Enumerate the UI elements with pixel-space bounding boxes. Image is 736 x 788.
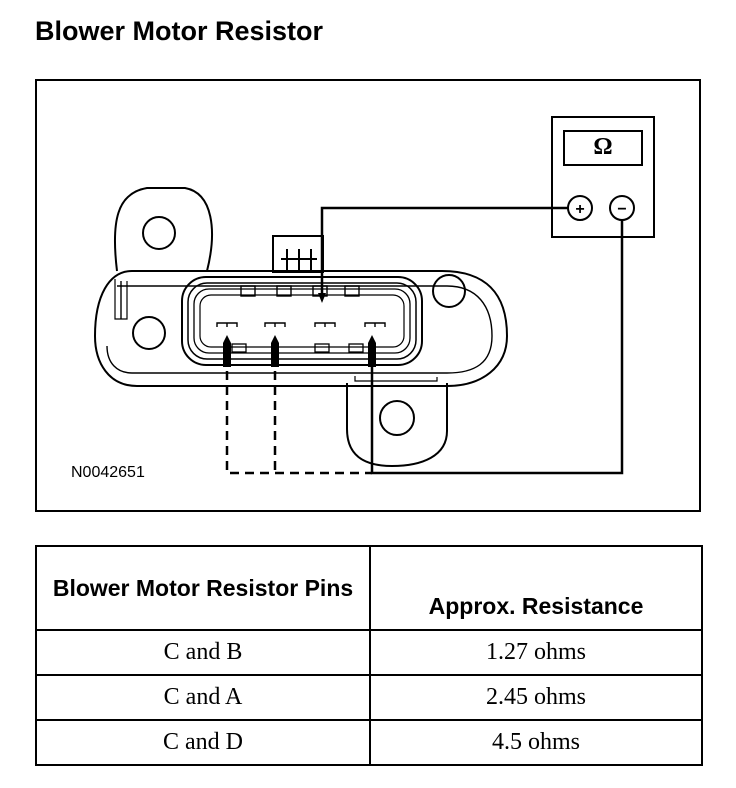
cell-pins: C and A — [35, 674, 371, 721]
cell-resistance: 4.5 ohms — [369, 719, 703, 766]
mounting-ear-lower — [346, 383, 448, 468]
minus-symbol: − — [617, 201, 626, 218]
plus-symbol: + — [575, 201, 584, 218]
diagram-frame: Ω + − N0042651 — [35, 79, 701, 512]
probe-tip — [223, 335, 231, 367]
cell-resistance: 2.45 ohms — [369, 674, 703, 721]
mounting-hole — [132, 316, 166, 350]
probe-tip — [368, 335, 376, 367]
mounting-hole — [142, 216, 176, 250]
table-row: C and D 4.5 ohms — [35, 719, 703, 766]
page-title: Blower Motor Resistor — [35, 16, 324, 46]
positive-test-lead — [320, 206, 568, 293]
resistance-table: Blower Motor Resistor Pins Approx. Resis… — [35, 545, 703, 766]
mounting-hole — [379, 400, 415, 436]
ohmmeter-display — [563, 130, 643, 166]
cell-pins: C and B — [35, 629, 371, 676]
ohm-symbol: Ω — [593, 134, 612, 160]
connector-shroud — [181, 276, 423, 366]
negative-test-lead — [370, 220, 624, 475]
probe-tip — [271, 335, 279, 367]
header-resistance: Approx. Resistance — [369, 545, 703, 631]
jumper-lead-dashed — [225, 356, 372, 475]
header-pins: Blower Motor Resistor Pins — [35, 545, 371, 631]
cell-pins: C and D — [35, 719, 371, 766]
resistor-housing — [93, 270, 509, 387]
figure-id: N0042651 — [71, 464, 145, 481]
ohmmeter — [551, 116, 655, 238]
mounting-hole — [432, 274, 466, 308]
probe-tip — [318, 293, 326, 303]
table-row: C and A 2.45 ohms — [35, 674, 703, 721]
cell-resistance: 1.27 ohms — [369, 629, 703, 676]
table-header-row: Blower Motor Resistor Pins Approx. Resis… — [35, 545, 703, 631]
mounting-ear-upper — [113, 187, 213, 272]
table-row: C and B 1.27 ohms — [35, 629, 703, 676]
resistor-diagram: Ω + − — [93, 116, 655, 475]
